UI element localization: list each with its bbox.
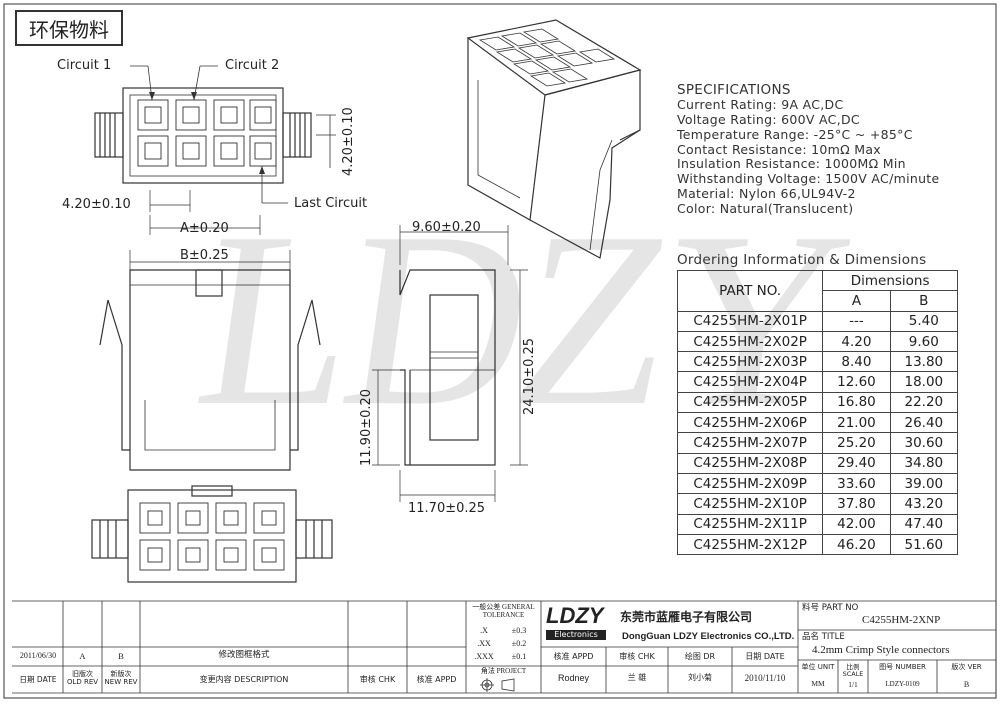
spec-line: Voltage Rating: 600V AC,DC <box>677 112 860 127</box>
rev-old: A <box>79 651 86 661</box>
dim-side-base: 11.70±0.25 <box>408 501 486 516</box>
header-description: 变更内容 DESCRIPTION <box>199 675 289 684</box>
col-part-no: PART NO. <box>676 270 824 312</box>
dim-side-height: 24.10±0.25 <box>522 337 537 415</box>
last-circuit-label: Last Circuit <box>294 196 368 211</box>
spec-line: Withstanding Voltage: 1500V AC/minute <box>677 171 940 186</box>
spec-line: Temperature Range: -25°C ~ +85°C <box>677 127 913 142</box>
spec-line: Current Rating: 9A AC,DC <box>677 97 844 112</box>
circuit-1-label: Circuit 1 <box>57 58 112 73</box>
number-value: LDZY-0109 <box>885 680 920 688</box>
header-date: 日期 DATE <box>19 675 57 684</box>
header-old-rev: 旧版次 OLD REV <box>66 670 99 686</box>
scale-value: 1/1 <box>848 680 858 689</box>
header-new-rev: 新版次 NEW REV <box>104 670 138 686</box>
company-name-en: DongGuan LDZY Electronics CO.,LTD. <box>622 631 795 642</box>
unit-label: 单位 UNIT <box>801 663 835 671</box>
company-logo-sub: Electronics <box>546 630 606 640</box>
dr-name: 刘小菊 <box>688 673 712 682</box>
tol-xxx: .XXX <box>474 652 494 661</box>
col-a: A <box>822 290 891 312</box>
spec-line: Material: Nylon 66,UL94V-2 <box>677 186 856 201</box>
scale-label: 比例 SCALE <box>842 663 864 679</box>
header-chk-2: 审核 CHK <box>619 652 655 661</box>
header-dr: 绘图 DR <box>684 652 716 661</box>
partno-label: 料号 PART NO <box>802 603 859 613</box>
spec-line: Contact Resistance: 10mΩ Max <box>677 142 881 157</box>
rev-date: 2011/06/30 <box>19 651 57 660</box>
ver-value: B <box>963 680 970 689</box>
header-date-2: 日期 DATE <box>745 652 785 661</box>
tol-x: .X <box>480 626 488 635</box>
ver-label: 版次 VER <box>951 663 982 671</box>
dim-a-label: A±0.20 <box>180 221 229 236</box>
ordering-heading: Ordering Information & Dimensions <box>677 252 927 268</box>
header-appd-2: 核准 APPD <box>553 652 594 661</box>
tol-xx: .XX <box>477 639 491 648</box>
dim-side-height-2: 11.90±0.20 <box>359 388 374 466</box>
spec-line: Insulation Resistance: 1000MΩ Min <box>677 156 906 171</box>
top-view-body <box>122 87 284 184</box>
chk-name: 兰 雄 <box>627 673 647 682</box>
table-row: C4255HM-2X01P---5.40 <box>676 310 959 332</box>
projection-symbol <box>480 678 515 692</box>
col-b: B <box>889 290 959 312</box>
ordering-table: PART NO. Dimensions A B C4255HM-2X01P---… <box>676 269 959 556</box>
unit-value: MM <box>811 679 825 688</box>
dim-side-width: 9.60±0.20 <box>412 220 481 235</box>
dim-b-label: B±0.25 <box>180 248 229 263</box>
company-logo: LDZY <box>546 603 604 628</box>
header-appd: 核准 APPD <box>416 675 457 684</box>
draw-date: 2010/11/10 <box>744 673 786 683</box>
spec-line: Color: Natural(Translucent) <box>677 201 854 216</box>
appd-name: Rodney <box>557 673 590 683</box>
number-label: 图号 NUMBER <box>879 663 926 671</box>
tol-xx-value: ±0.2 <box>511 639 527 648</box>
circuit-2-label: Circuit 2 <box>225 58 280 73</box>
partno-value: C4255HM-2XNP <box>862 614 941 626</box>
eco-material-badge: 环保物料 <box>15 10 123 46</box>
specifications-heading: SPECIFICATIONS <box>677 82 791 98</box>
col-dimensions: Dimensions <box>822 269 958 292</box>
rev-new: B <box>118 651 124 661</box>
tolerance-title: 一般公差 GENERAL TOLERANCE <box>472 603 535 619</box>
tol-x-value: ±0.3 <box>511 626 527 635</box>
title-value: 4.2mm Crimp Style connectors <box>812 644 950 656</box>
rev-description: 修改图框格式 <box>218 650 270 660</box>
projection-label: 角法 PROJECT <box>480 667 527 675</box>
dim-pitch-horizontal: 4.20±0.10 <box>62 197 131 212</box>
header-chk: 审核 CHK <box>359 675 396 684</box>
dim-pitch-vertical: 4.20±0.10 <box>341 107 356 176</box>
tol-xxx-value: ±0.1 <box>511 652 527 661</box>
company-name-cn: 东莞市蓝雁电子有限公司 <box>620 610 753 624</box>
title-label: 品名 TITLE <box>802 632 845 642</box>
